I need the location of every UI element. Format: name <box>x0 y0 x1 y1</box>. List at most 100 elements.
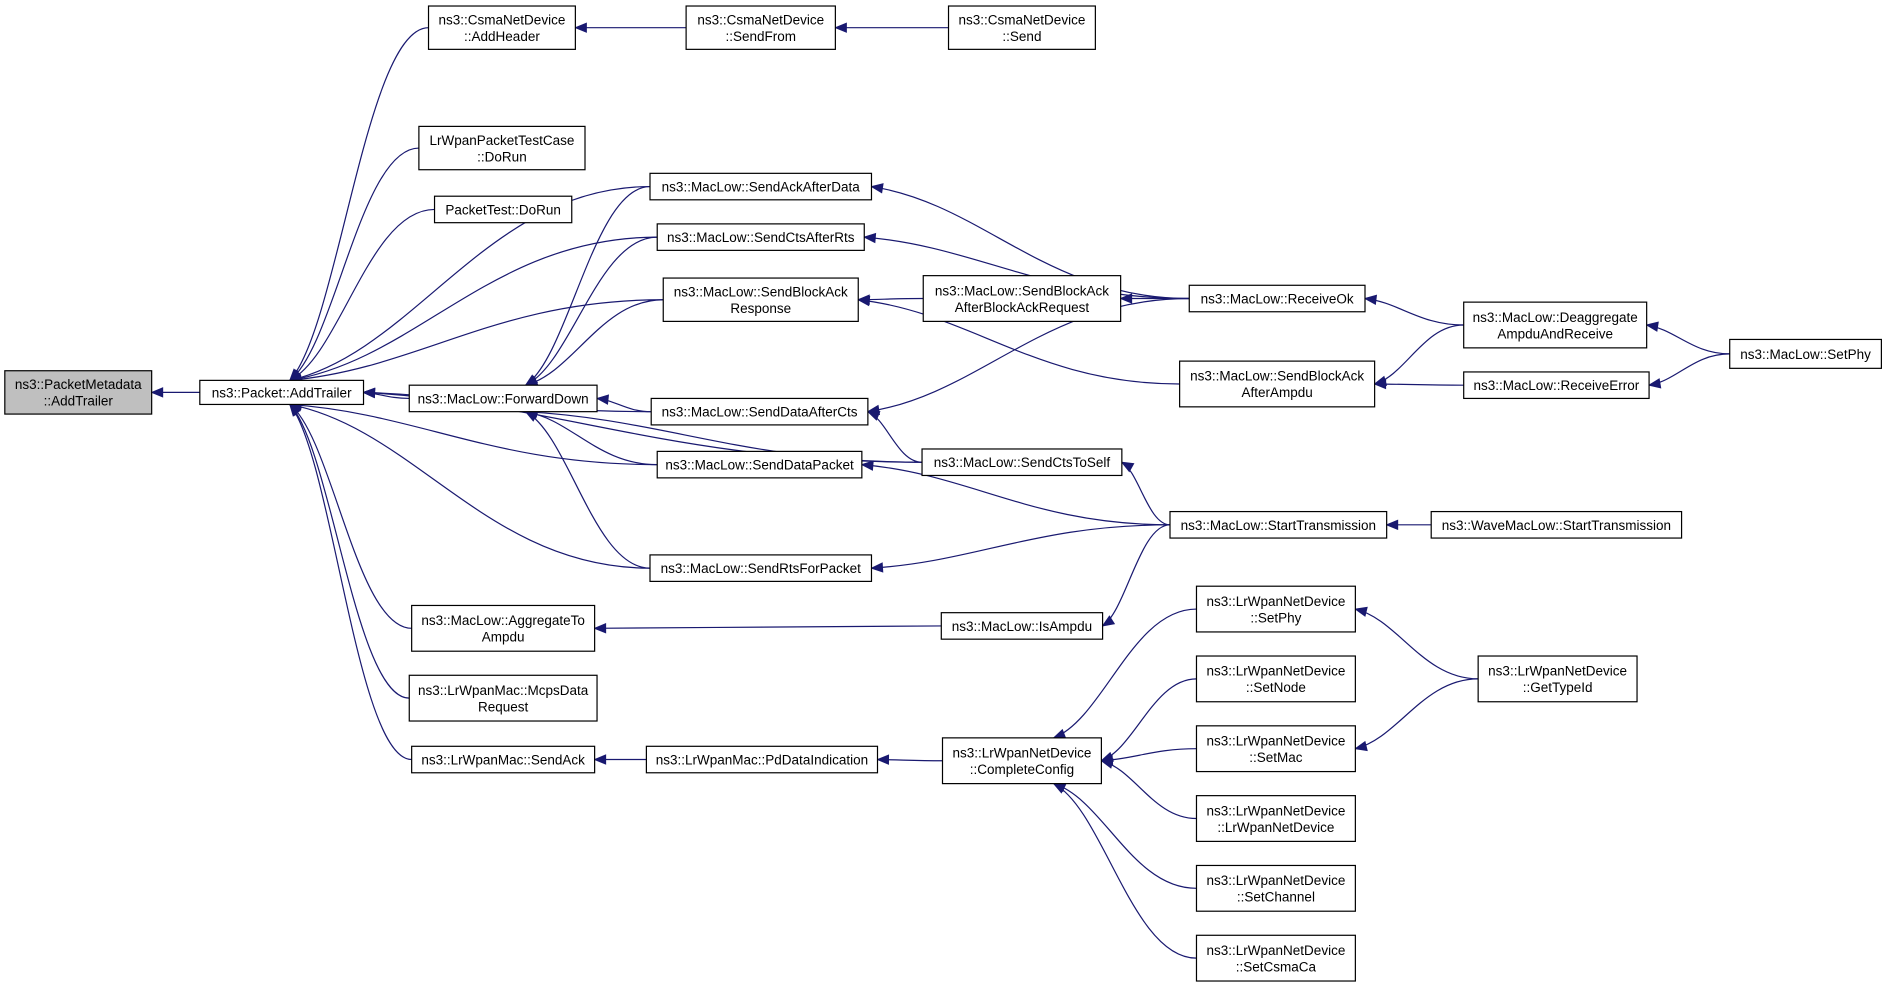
edge-lr_setcsmaca-to-completeconfig <box>1053 783 1197 959</box>
node-receiveok[interactable]: ns3::MacLow::ReceiveOk <box>1188 284 1366 313</box>
node-lr_setmac[interactable]: ns3::LrWpanNetDevice::SetMac <box>1195 725 1356 773</box>
edge-maclow_setphy-to-deaggregate <box>1646 324 1730 355</box>
node-box <box>418 125 586 171</box>
edge-sendblockackresp-to-forwarddown <box>525 299 664 386</box>
arrowhead-starttransmission-to-isampdu <box>1101 615 1116 627</box>
node-box <box>656 450 863 479</box>
node-label: ns3::LrWpanNetDevice <box>1207 733 1346 748</box>
node-label: ns3::MacLow::SendBlockAck <box>935 283 1109 298</box>
arrowhead-csma_send-to-csma_sendfrom <box>834 22 847 33</box>
node-sendctsafterrts[interactable]: ns3::MacLow::SendCtsAfterRts <box>656 223 865 251</box>
node-box <box>645 745 879 774</box>
arrowhead-starttransmission-to-sendctstoself <box>1120 461 1135 473</box>
nodes-layer: ns3::PacketMetadata::AddTrailer ns3::Pack… <box>4 5 1882 982</box>
node-lr_setchannel[interactable]: ns3::LrWpanNetDevice::SetChannel <box>1195 864 1356 912</box>
edge-csma_addheader-to-packet_addtrailer <box>289 27 429 381</box>
node-label: ::SetPhy <box>1250 610 1301 625</box>
node-lrwpan_testcase[interactable]: LrWpanPacketTestCase::DoRun <box>418 125 586 171</box>
node-label: ns3::MacLow::SendDataAfterCts <box>662 405 858 420</box>
node-pddataind[interactable]: ns3::LrWpanMac::PdDataIndication <box>645 745 879 774</box>
node-forwarddown[interactable]: ns3::MacLow::ForwardDown <box>408 384 598 413</box>
node-box <box>1195 934 1356 982</box>
arrowhead-lr_gettypeid-to-lr_setphy <box>1354 606 1368 617</box>
node-box <box>656 223 865 251</box>
arrowhead-lr_ctor-to-completeconfig <box>1100 758 1114 769</box>
node-csma_sendfrom[interactable]: ns3::CsmaNetDevice::SendFrom <box>685 5 836 50</box>
node-box <box>1195 655 1356 703</box>
node-label: ns3::LrWpanMac::McpsData <box>418 683 589 698</box>
edge-lr_gettypeid-to-lr_setphy <box>1355 608 1479 680</box>
node-lr_setphy[interactable]: ns3::LrWpanNetDevice::SetPhy <box>1195 585 1356 633</box>
node-box <box>411 604 596 652</box>
arrowhead-receiveerror-to-sendblockackafterampdu <box>1373 378 1387 390</box>
node-box <box>4 370 153 415</box>
arrowhead-maclow_setphy-to-receiveerror <box>1647 378 1662 389</box>
node-label: ns3::MacLow::Deaggregate <box>1473 310 1638 325</box>
node-label: ns3::MacLow::SendBlockAck <box>674 284 848 299</box>
node-lr_setnode[interactable]: ns3::LrWpanNetDevice::SetNode <box>1195 655 1356 703</box>
node-box <box>1179 360 1376 408</box>
node-sendackafterdata[interactable]: ns3::MacLow::SendAckAfterData <box>649 172 873 201</box>
node-senddatapacket[interactable]: ns3::MacLow::SendDataPacket <box>656 450 863 479</box>
node-pm_addtrailer[interactable]: ns3::PacketMetadata::AddTrailer <box>4 370 153 415</box>
arrowhead-lr_setphy-to-completeconfig <box>1052 728 1067 739</box>
node-label: ::CompleteConfig <box>970 762 1074 777</box>
edge-starttransmission-to-senddatapacket <box>861 464 1171 526</box>
node-sendack[interactable]: ns3::LrWpanMac::SendAck <box>411 745 596 774</box>
node-csma_addheader[interactable]: ns3::CsmaNetDevice::AddHeader <box>427 5 576 50</box>
edge-senddatapacket-to-packet_addtrailer <box>289 403 658 466</box>
node-packet_addtrailer[interactable]: ns3::Packet::AddTrailer <box>199 379 365 406</box>
edge-senddatapacket-to-forwarddown <box>525 411 658 466</box>
node-box <box>1195 795 1356 842</box>
node-sendblockackafterbar[interactable]: ns3::MacLow::SendBlockAckAfterBlockAckRe… <box>922 275 1122 322</box>
edge-starttransmission-to-sendrtsforpacket <box>871 524 1171 569</box>
node-receiveerror[interactable]: ns3::MacLow::ReceiveError <box>1463 371 1650 400</box>
node-isampdu[interactable]: ns3::MacLow::IsAmpdu <box>940 612 1104 640</box>
arrowhead-deaggregate-to-receiveok <box>1363 294 1378 306</box>
node-starttransmission[interactable]: ns3::MacLow::StartTransmission <box>1169 510 1388 539</box>
edge-receiveerror-to-sendblockackafterampdu <box>1374 383 1464 386</box>
arrowhead-maclow_setphy-to-deaggregate <box>1645 321 1659 332</box>
arrowhead-pddataind-to-sendack <box>593 754 607 765</box>
node-label: ns3::WaveMacLow::StartTransmission <box>1442 518 1671 533</box>
node-box <box>433 195 573 224</box>
node-label: ns3::MacLow::SendDataPacket <box>665 458 854 473</box>
edge-sendack-to-packet_addtrailer <box>289 404 412 761</box>
node-sendrtsforpacket[interactable]: ns3::MacLow::SendRtsForPacket <box>649 554 873 582</box>
node-sendctstoself[interactable]: ns3::MacLow::SendCtsToSelf <box>921 448 1123 477</box>
node-label: ns3::CsmaNetDevice <box>959 12 1086 27</box>
node-completeconfig[interactable]: ns3::LrWpanNetDevice::CompleteConfig <box>941 737 1102 785</box>
node-label: ::AddTrailer <box>44 394 114 409</box>
arrowhead-sendctstoself-to-packet_addtrailer <box>362 387 376 399</box>
node-box <box>650 397 869 426</box>
node-label: ::SetMac <box>1249 750 1303 765</box>
edge-lr_setphy-to-completeconfig <box>1053 608 1197 739</box>
node-box <box>649 554 873 582</box>
node-lr_setcsmaca[interactable]: ns3::LrWpanNetDevice::SetCsmaCa <box>1195 934 1356 982</box>
edge-receiveok-to-senddataaftercts <box>867 297 1190 413</box>
node-label: ns3::MacLow::ForwardDown <box>418 391 589 406</box>
node-label: ::SendFrom <box>725 29 796 44</box>
node-lr_gettypeid[interactable]: ns3::LrWpanNetDevice::GetTypeId <box>1477 655 1638 703</box>
node-label: AfterBlockAckRequest <box>955 300 1090 315</box>
node-box <box>408 674 598 722</box>
edge-lr_ctor-to-completeconfig <box>1101 760 1197 820</box>
node-label: ns3::CsmaNetDevice <box>697 12 824 27</box>
node-box <box>1195 585 1356 633</box>
node-maclow_setphy[interactable]: ns3::MacLow::SetPhy <box>1729 338 1882 369</box>
node-wave_starttx[interactable]: ns3::WaveMacLow::StartTransmission <box>1430 510 1683 539</box>
arrowhead-completeconfig-to-pddataind <box>876 754 890 765</box>
node-box <box>922 275 1122 322</box>
node-label: ns3::MacLow::SendRtsForPacket <box>661 561 862 576</box>
node-csma_send[interactable]: ns3::CsmaNetDevice::Send <box>947 5 1096 50</box>
edge-deaggregate-to-receiveok <box>1364 297 1464 326</box>
node-packettest[interactable]: PacketTest::DoRun <box>433 195 573 224</box>
node-senddataaftercts[interactable]: ns3::MacLow::SendDataAfterCts <box>650 397 869 426</box>
node-box <box>921 448 1123 477</box>
node-lr_ctor[interactable]: ns3::LrWpanNetDevice::LrWpanNetDevice <box>1195 795 1356 842</box>
